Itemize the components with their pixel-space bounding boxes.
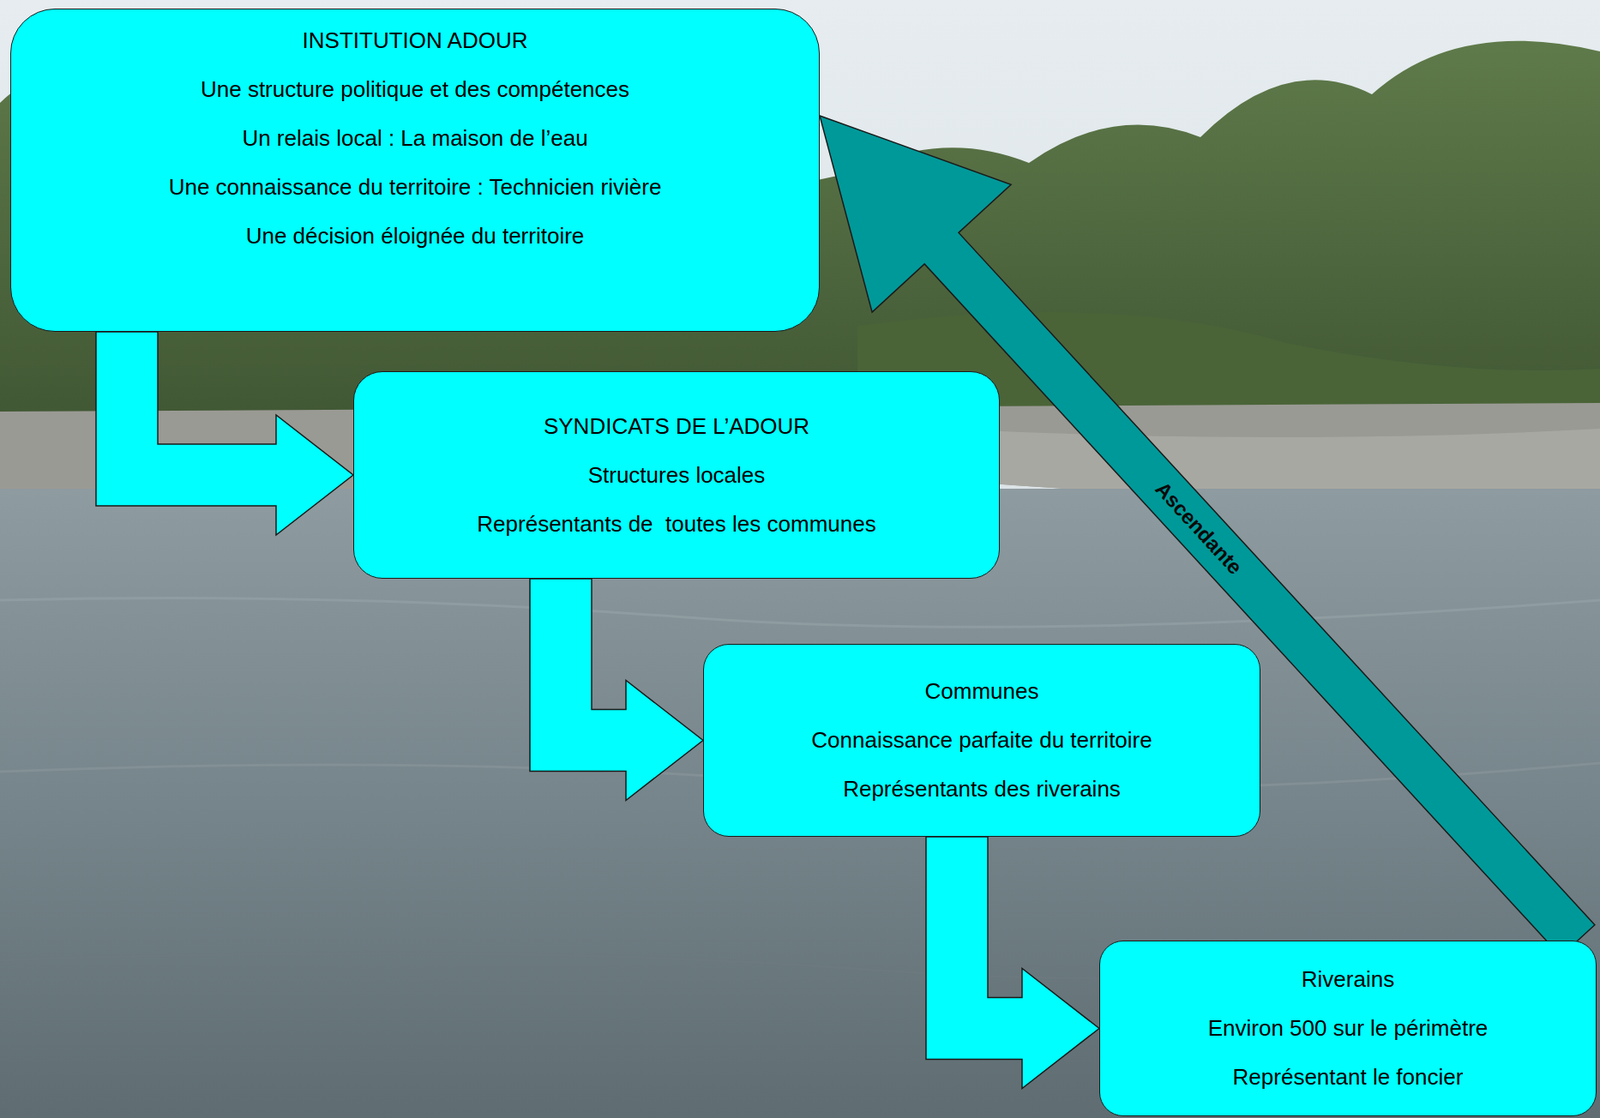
process-box: RiverainsEnviron 500 sur le périmètreRep… <box>1099 940 1597 1117</box>
process-box: CommunesConnaissance parfaite du territo… <box>703 643 1261 837</box>
box-text: Environ 500 sur le périmètre <box>1208 1004 1489 1053</box>
box-heading: SYNDICATS DE L’ADOUR <box>543 402 810 452</box>
box-text: Une décision éloignée du territoire <box>246 211 585 261</box>
flow-arrow <box>529 578 704 801</box>
box-text: Représentants des riverains <box>842 764 1121 814</box>
box-text: Un relais local : La maison de l’eau <box>241 114 588 163</box>
box-heading: Riverains <box>1301 955 1395 1005</box>
box-text: Structures locales <box>588 451 766 500</box>
flow-arrow <box>926 836 1100 1089</box>
box-text: Connaissance parfaite du territoire <box>811 715 1152 765</box>
box-text: Représentants de toutes les communes <box>476 499 876 549</box>
box-text: Une structure politique et des compétenc… <box>200 65 630 115</box>
process-box: SYNDICATS DE L’ADOURStructures localesRe… <box>353 371 1000 579</box>
arrow-label: Ascendante <box>1147 474 1251 583</box>
box-heading: INSTITUTION ADOUR <box>302 16 529 66</box>
flow-arrow <box>96 331 354 536</box>
box-text: Représentant le foncier <box>1233 1052 1464 1102</box>
box-text: Une connaissance du territoire : Technic… <box>168 162 662 212</box>
process-box: INSTITUTION ADOURUne structure politique… <box>10 8 820 332</box>
box-heading: Communes <box>925 667 1040 716</box>
